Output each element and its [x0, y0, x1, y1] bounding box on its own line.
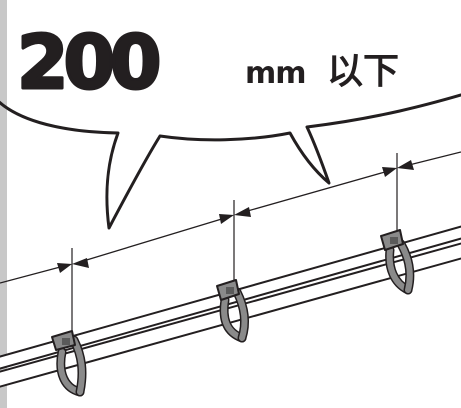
cable-tie-icon	[216, 279, 249, 343]
callout-number: 200	[17, 20, 158, 106]
callout-suffix: 以下	[327, 51, 399, 92]
arrowhead	[382, 167, 397, 177]
dimension-line	[0, 151, 461, 284]
callout-unit: mm	[245, 56, 306, 91]
arrowhead	[72, 258, 89, 268]
cable	[0, 242, 461, 388]
dimension-arrows	[57, 160, 414, 273]
arrowhead	[57, 263, 72, 273]
cable-tie-icon	[51, 330, 87, 397]
arrowhead	[397, 160, 414, 170]
extension-lines	[71, 153, 398, 336]
side-strip	[0, 0, 7, 408]
arrowhead	[234, 207, 251, 217]
speech-bubble	[0, 93, 461, 230]
cable-tie-icon	[380, 229, 415, 295]
arrowhead	[219, 214, 234, 224]
